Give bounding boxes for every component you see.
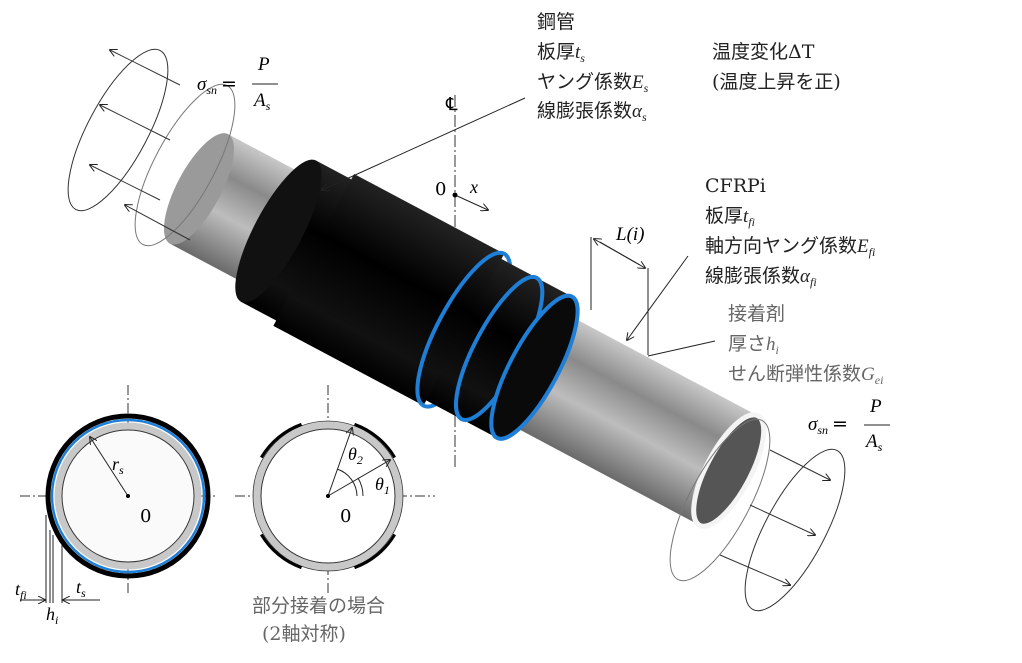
svg-text:0: 0 — [140, 506, 151, 527]
steel-young: ヤング係数Es — [537, 71, 649, 95]
svg-text:hi: hi — [46, 604, 58, 627]
cfrp-thickness: 板厚tfi — [705, 205, 755, 229]
origin-dot — [452, 192, 458, 198]
svg-text:θ2: θ2 — [348, 444, 363, 467]
cfrp-expansion: 線膨張係数αfi — [705, 265, 817, 289]
centerline-symbol: ℄ — [445, 94, 458, 115]
steel-expansion: 線膨張係数αs — [537, 100, 647, 124]
svg-text:0: 0 — [340, 506, 351, 527]
adhesive-ring — [489, 293, 580, 441]
stress-formula-left: σsn= P As — [197, 54, 278, 113]
partial-caption: 部分接着の場合 — [252, 595, 385, 617]
x-axis-label: x — [469, 177, 478, 197]
steel-title: 鋼管 — [537, 11, 575, 33]
svg-text:ts: ts — [76, 577, 86, 600]
svg-text:P: P — [257, 54, 270, 75]
length-label: L(i) — [615, 224, 645, 245]
svg-text:rs: rs — [112, 454, 124, 477]
full-bond-section: rs 0 tfi ts hi — [15, 385, 215, 627]
svg-text:As: As — [252, 90, 271, 113]
cfrp-layer-2 — [273, 173, 505, 406]
svg-text:As: As — [864, 431, 883, 454]
steel-pipe-left-end — [163, 133, 234, 245]
stress-formula-right: σsn= P As — [808, 396, 890, 454]
adhesive-leader — [647, 340, 716, 357]
svg-text:σsn=: σsn= — [808, 413, 848, 437]
x-axis-arrow — [454, 194, 488, 210]
cfrp-title: CFRPi — [705, 175, 766, 197]
partial-caption-symmetry: (2軸対称) — [262, 623, 346, 645]
temperature-change: 温度変化ΔT — [712, 41, 815, 63]
adhesive-title: 接着剤 — [728, 303, 785, 325]
partial-bond-section: 0 θ1 θ2 部分接着の場合 (2軸対称) — [235, 385, 435, 645]
steel-thickness: 板厚ts — [537, 41, 585, 65]
right-load-arrows — [669, 418, 846, 612]
cfrp-leader — [627, 255, 689, 340]
steel-leader — [322, 97, 526, 190]
svg-text:σsn=: σsn= — [197, 73, 237, 97]
left-load-arrows — [67, 48, 236, 247]
svg-text:P: P — [869, 396, 882, 417]
adhesive-thickness: 厚さhi — [728, 333, 779, 357]
length-dimension — [590, 237, 649, 355]
svg-text:tfi: tfi — [15, 579, 27, 602]
cfrp-left-end — [235, 159, 322, 303]
origin-label: 0 — [435, 179, 446, 200]
cfrp-young: 軸方向ヤング係数Efi — [705, 235, 875, 259]
temperature-note: (温度上昇を正) — [712, 71, 841, 93]
pipe-assembly — [163, 133, 767, 529]
svg-text:θ1: θ1 — [375, 474, 390, 497]
cfrp-layer-3 — [426, 259, 573, 438]
adhesive-shear: せん断弾性係数Gei — [728, 363, 883, 387]
